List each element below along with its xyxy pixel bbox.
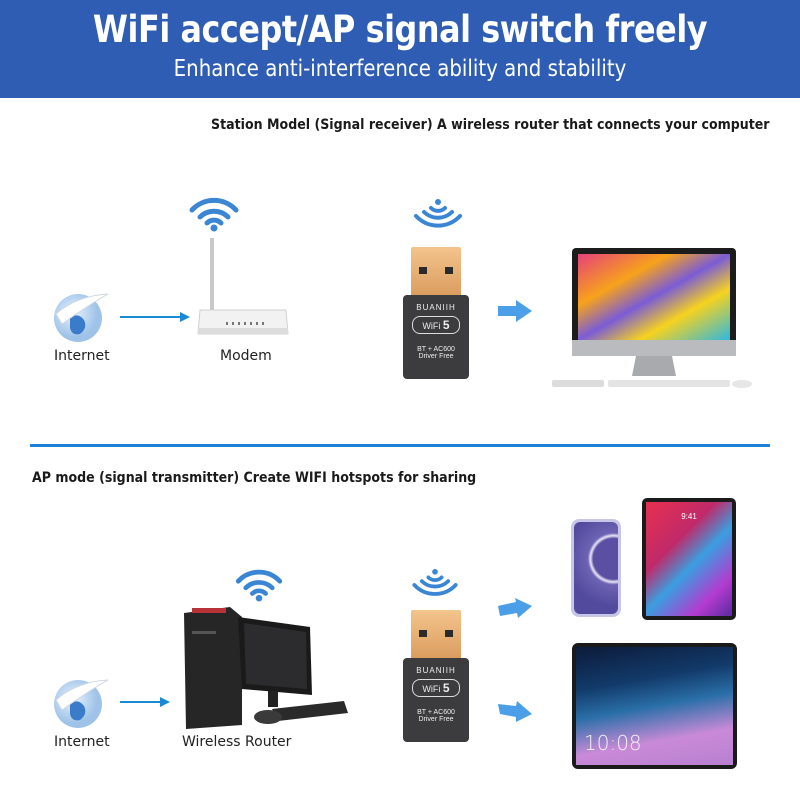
adapter-driver-free: Driver Free [418,716,454,723]
adapter-brand: BUANIIH [416,666,456,675]
tablet-landscape-icon: 10:08 [572,643,737,769]
tablet-portrait-icon: 9:41 [642,498,736,620]
arrow-right-icon [120,311,190,323]
tablet-clock: 10:08 [584,731,642,755]
usb-wifi-adapter-icon: BUANIIH WiFi 5 BT + AC600 Driver Free [403,610,469,742]
section-divider [30,444,770,447]
wifi-signal-icon [412,198,464,232]
header-banner: WiFi accept/AP signal switch freely Enha… [0,0,800,98]
banner-subtitle: Enhance anti-interference ability and st… [173,56,627,82]
adapter-spec: BT + AC600 [417,709,455,716]
ap-mode-heading: AP mode (signal transmitter) Create WIFI… [32,470,477,486]
internet-label: Internet [54,348,110,364]
globe-icon [48,288,112,344]
wireless-router-label: Wireless Router [182,734,292,750]
modem-label: Modem [220,348,272,364]
usb-wifi-adapter-icon: BUANIIH WiFi 5 BT + AC600 Driver Free [403,247,469,379]
arrow-right-icon [120,696,170,708]
adapter-spec: BT + AC600 [417,346,455,353]
tablet-clock: 9:41 [681,512,697,521]
wifi-signal-icon [234,568,284,602]
station-mode-heading: Station Model (Signal receiver) A wirele… [211,117,770,133]
desktop-tower-pc-icon [180,605,350,730]
arrow-down-right-icon [498,700,532,722]
arrow-right-icon [498,300,532,322]
wifi5-badge: WiFi 5 [412,316,460,334]
globe-icon [48,674,112,730]
modem-router-icon [196,238,290,338]
desktop-computer-icon [552,248,756,392]
wifi5-badge: WiFi 5 [412,679,460,697]
banner-title: WiFi accept/AP signal switch freely [92,8,708,51]
adapter-brand: BUANIIH [416,303,456,312]
wifi-signal-icon [410,568,460,600]
internet-label: Internet [54,734,110,750]
arrow-up-right-icon [498,598,532,620]
adapter-driver-free: Driver Free [418,353,454,360]
smartphone-icon [571,519,621,617]
wifi-signal-icon [188,196,240,232]
